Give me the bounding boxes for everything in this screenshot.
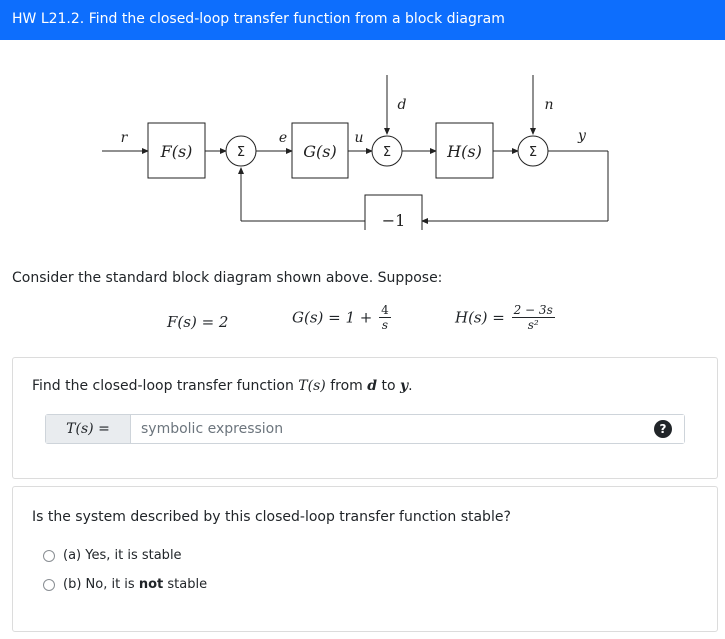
signal-r-label: r bbox=[121, 130, 129, 146]
part1-question-d: d bbox=[367, 378, 378, 394]
answer-input-label: T(s) = bbox=[46, 415, 131, 443]
g-block-label: G(s) bbox=[303, 142, 336, 161]
part2-question: Is the system described by this closed-l… bbox=[32, 509, 511, 525]
g-equation-prefix: G(s) = 1 + bbox=[292, 308, 373, 327]
option-b-label-suffix: stable bbox=[163, 577, 208, 592]
answer-input[interactable] bbox=[131, 415, 684, 443]
option-b-label-prefix: (b) No, it is bbox=[63, 577, 139, 592]
h-fraction: 2 − 3s s² bbox=[511, 303, 555, 332]
f-equation: F(s) = 2 bbox=[167, 313, 228, 331]
h-block bbox=[435, 122, 494, 179]
part1-question: Find the closed-loop transfer function T… bbox=[32, 378, 413, 394]
g-equation: G(s) = 1 + 4 s bbox=[292, 303, 391, 332]
part1-question-math: T(s) bbox=[298, 378, 326, 394]
f-block-label: F(s) bbox=[160, 142, 193, 161]
answer-input-group: T(s) = bbox=[45, 414, 685, 444]
g-fraction-denominator: s bbox=[379, 317, 391, 332]
signal-d-label: d bbox=[398, 97, 407, 113]
option-a-label: (a) Yes, it is stable bbox=[63, 548, 182, 563]
part1-question-end: . bbox=[408, 378, 413, 394]
g-block bbox=[291, 122, 349, 179]
f-equation-text: F(s) = 2 bbox=[167, 313, 229, 331]
h-block-label: H(s) bbox=[446, 142, 482, 161]
sum-symbol-3: Σ bbox=[529, 145, 537, 160]
page-header: HW L21.2. Find the closed-loop transfer … bbox=[0, 0, 725, 40]
f-block bbox=[147, 122, 206, 179]
radio-button-b[interactable] bbox=[43, 578, 55, 591]
sum-junction-3 bbox=[517, 135, 549, 167]
g-fraction-numerator: 4 bbox=[381, 303, 389, 317]
signal-e-label: e bbox=[279, 130, 287, 146]
page-title: HW L21.2. Find the closed-loop transfer … bbox=[12, 11, 505, 27]
part1-question-y: y bbox=[400, 378, 409, 394]
part1-question-from: from bbox=[330, 378, 363, 394]
signal-u-label: u bbox=[354, 130, 363, 146]
h-equation: H(s) = 2 − 3s s² bbox=[455, 303, 555, 332]
radio-button-a[interactable] bbox=[43, 549, 55, 562]
signal-y-label: y bbox=[577, 128, 587, 144]
block-diagram: F(s) G(s) H(s) −1 Σ Σ Σ r e u d n y bbox=[102, 75, 609, 230]
option-b[interactable]: (b) No, it is not stable bbox=[43, 577, 207, 592]
part1-question-to: to bbox=[381, 378, 396, 394]
g-fraction: 4 s bbox=[379, 303, 391, 332]
problem-intro: Consider the standard block diagram show… bbox=[12, 270, 443, 286]
sum-symbol-1: Σ bbox=[237, 145, 245, 160]
part1-question-prefix: Find the closed-loop transfer function bbox=[32, 378, 294, 394]
sum-junction-2 bbox=[371, 135, 403, 167]
option-b-label-bold: not bbox=[138, 577, 164, 592]
feedback-gain-label: −1 bbox=[382, 211, 406, 230]
feedback-gain-block bbox=[364, 194, 423, 230]
answer-input-label-text: T(s) = bbox=[66, 421, 110, 437]
h-equation-prefix: H(s) = bbox=[455, 308, 505, 327]
question-card-1: Find the closed-loop transfer function T… bbox=[12, 357, 718, 479]
question-card-2: Is the system described by this closed-l… bbox=[12, 486, 718, 632]
sum-symbol-2: Σ bbox=[383, 145, 391, 160]
help-icon[interactable]: ? bbox=[654, 420, 672, 438]
signal-n-label: n bbox=[544, 97, 553, 113]
h-fraction-denominator: s² bbox=[511, 317, 555, 332]
option-a[interactable]: (a) Yes, it is stable bbox=[43, 548, 182, 563]
h-fraction-numerator: 2 − 3s bbox=[513, 303, 553, 317]
sum-junction-1 bbox=[225, 135, 257, 167]
